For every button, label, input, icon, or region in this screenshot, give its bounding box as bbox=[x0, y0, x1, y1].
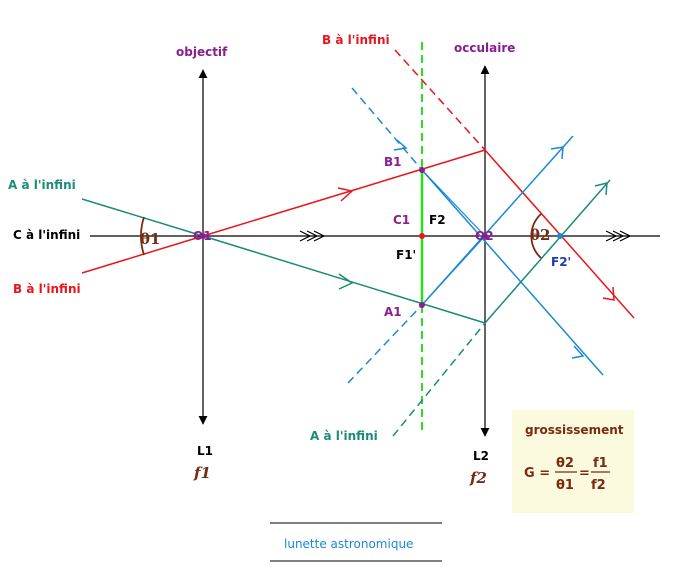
ray-blue-b1-through-o2 bbox=[421, 169, 604, 376]
angle-arc-theta1 bbox=[140, 216, 145, 256]
label-theta1: θ1 bbox=[140, 230, 160, 248]
axis-arrow-2 bbox=[605, 230, 632, 242]
label-theta2: θ2 bbox=[530, 226, 550, 244]
label-c-infini: C à l'infini bbox=[13, 228, 80, 242]
label-focal2: f2 bbox=[469, 469, 487, 487]
formula-num1: θ2 bbox=[556, 456, 574, 471]
formula-g: G = bbox=[524, 466, 550, 481]
label-b-infini-left: B à l'infini bbox=[13, 282, 81, 296]
label-o2: O2 bbox=[475, 229, 494, 243]
axis-arrow-1 bbox=[299, 230, 326, 242]
label-focal1: f1 bbox=[193, 464, 211, 482]
point-f2 bbox=[419, 233, 425, 239]
formula-box bbox=[512, 410, 634, 513]
label-f2: F2 bbox=[429, 213, 446, 227]
ray-blue-down-arrow bbox=[571, 345, 585, 359]
ray-a-to-a1 bbox=[202, 235, 486, 324]
point-b1 bbox=[419, 167, 425, 173]
label-f2p: F2' bbox=[551, 255, 571, 269]
label-a1: A1 bbox=[384, 305, 402, 319]
formula-eq: = bbox=[579, 466, 590, 481]
formula-num2: f1 bbox=[593, 456, 608, 471]
ray-blue-a1-parallel bbox=[421, 235, 486, 306]
label-f1p: F1' bbox=[396, 248, 416, 262]
ray-blue-dashed-top bbox=[351, 87, 423, 171]
label-a-infini-bottom: A à l'infini bbox=[310, 429, 378, 443]
label-o1: O1 bbox=[193, 229, 212, 243]
ray-blue-top-arrow bbox=[393, 139, 408, 151]
ray-a-exit-arrow bbox=[594, 182, 608, 196]
ray-a-incoming bbox=[81, 198, 204, 237]
formula-den1: θ1 bbox=[556, 478, 574, 493]
label-l2: L2 bbox=[473, 449, 489, 463]
ray-blue-dashed-bottom bbox=[347, 304, 423, 384]
ray-b-exit-arrow bbox=[602, 286, 615, 301]
caption: lunette astronomique bbox=[284, 537, 413, 551]
ray-blue-up-arrow bbox=[550, 146, 564, 160]
ray-b-incoming bbox=[81, 235, 204, 274]
ray-a-exit bbox=[484, 179, 611, 324]
ray-a-arrow bbox=[338, 273, 354, 290]
label-b1: B1 bbox=[384, 155, 402, 169]
ray-b-arrow bbox=[337, 187, 354, 202]
ray-b-to-b1 bbox=[202, 149, 486, 237]
angle-arc-theta2 bbox=[530, 213, 542, 259]
label-objectif: objectif bbox=[176, 45, 228, 59]
formula-title: grossissement bbox=[525, 423, 624, 437]
label-a-infini-left: A à l'infini bbox=[8, 178, 76, 192]
point-o2 bbox=[482, 233, 488, 239]
ray-b-dashed-top bbox=[394, 49, 486, 151]
point-f2p bbox=[557, 233, 563, 239]
ray-a-dashed-bottom bbox=[392, 322, 486, 437]
label-c1: C1 bbox=[393, 213, 410, 227]
formula-den2: f2 bbox=[591, 478, 606, 493]
point-a1 bbox=[419, 302, 425, 308]
ray-blue-b1-parallel bbox=[421, 169, 486, 237]
label-b-infini-top: B à l'infini bbox=[322, 33, 390, 47]
label-oculaire: occulaire bbox=[454, 41, 515, 55]
point-o1 bbox=[200, 233, 206, 239]
label-l1: L1 bbox=[197, 444, 213, 458]
